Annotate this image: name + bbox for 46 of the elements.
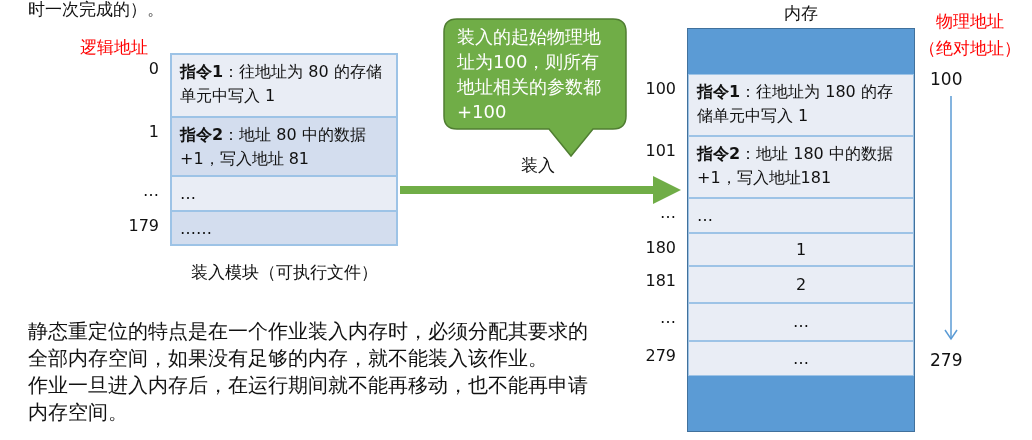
memory-cell xyxy=(688,198,914,233)
cell-text: … xyxy=(180,183,197,205)
axis-title: 物理地址（绝对地址） xyxy=(918,10,1022,60)
address-label: 100 xyxy=(644,78,676,100)
cell-text: …… xyxy=(180,218,213,240)
memory-cell xyxy=(171,117,397,176)
arrow xyxy=(400,176,681,204)
heading-fragment: 时一次完成的）。 xyxy=(28,0,165,21)
address-label: 100 xyxy=(930,68,964,91)
cell-text: … xyxy=(792,311,810,333)
address-label: 180 xyxy=(644,237,676,259)
cell-text: 1 xyxy=(794,238,808,261)
address-label: … xyxy=(142,180,159,202)
memory-cell xyxy=(688,266,914,303)
cell-text: … xyxy=(697,205,714,227)
address-label: 279 xyxy=(930,349,964,372)
memory-title: 内存 xyxy=(783,2,819,25)
address-label: 279 xyxy=(644,345,676,367)
memory-cell xyxy=(688,341,914,376)
cell-text: 指令2：地址 80 中的数据+1，写入地址 81 xyxy=(180,124,367,170)
address-label: 181 xyxy=(644,270,676,292)
cell-text: 2 xyxy=(794,273,808,296)
address-label: … xyxy=(659,202,676,224)
address-label: … xyxy=(659,307,676,329)
address-label: 101 xyxy=(644,140,676,162)
memory-cell xyxy=(688,136,914,198)
caption-text: 装入模块（可执行文件） xyxy=(189,261,379,284)
memory-cell xyxy=(688,303,914,341)
memory-cell xyxy=(171,211,397,245)
speech-bubble xyxy=(443,18,627,158)
address-label: 179 xyxy=(127,215,159,237)
callout-text: 装入的起始物理地址为100，则所有地址相关的参数都 +100 xyxy=(457,25,602,124)
memory-cell xyxy=(171,176,397,211)
address-label: 1 xyxy=(147,121,159,143)
cell-text: 指令2：地址 180 中的数据+1，写入地址181 xyxy=(697,143,894,189)
memory-cell xyxy=(171,54,397,117)
cell-text: … xyxy=(792,347,810,370)
paragraph-text: 作业一旦进入内存后，在运行期间就不能再移动，也不能再申请内存空间。 xyxy=(28,372,589,426)
memory-cell xyxy=(688,74,914,136)
load-module-block xyxy=(170,53,398,246)
axis-title: 逻辑地址 xyxy=(80,36,149,59)
paragraph-text: 静态重定位的特点是在一个作业装入内存时，必须分配其要求的全部内存空间，如果没有足够的内存，就不能装入该作业。 xyxy=(28,318,589,372)
address-label: 0 xyxy=(147,58,159,80)
cell-text: 指令1：往地址为 180 的存储单元中写入 1 xyxy=(697,81,894,127)
memory-cell xyxy=(688,233,914,266)
cell-text: 指令1：往地址为 80 的存储单元中写入 1 xyxy=(180,61,383,107)
